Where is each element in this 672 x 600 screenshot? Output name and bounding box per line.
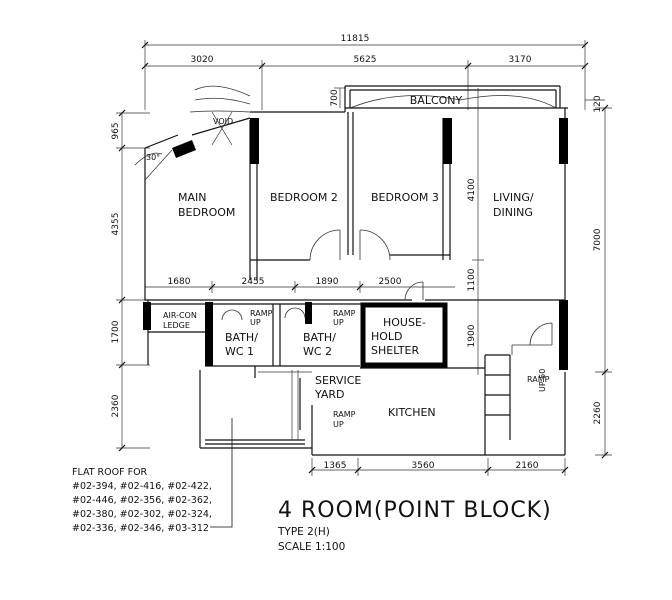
- label-shelter-1: HOUSE-: [383, 316, 426, 329]
- dim-top-2: 5625: [354, 55, 377, 65]
- label-ramp1-1: RAMP: [250, 309, 273, 318]
- label-ramp50-1: RAMP: [527, 375, 550, 384]
- label-void: VOID: [213, 117, 233, 126]
- label-shelter-2: HOLD: [371, 330, 403, 343]
- dimension-lines: [116, 40, 612, 476]
- label-ramp2-2: UP: [333, 318, 344, 327]
- columns: [143, 118, 568, 370]
- label-service-1: SERVICE: [315, 374, 361, 387]
- dim-left-3: 1700: [111, 320, 121, 343]
- dim-mid-3: 1890: [316, 277, 339, 287]
- label-bath1-1: BATH/: [225, 331, 258, 344]
- label-ramp50-2: UP 50: [538, 369, 547, 392]
- label-ramp2-1: RAMP: [333, 309, 356, 318]
- dimension-labels: 11815 3020 5625 3170 1680 2455 1890 2500…: [111, 34, 603, 471]
- flat-roof-note: FLAT ROOF FOR #02-394, #02-416, #02-422,…: [72, 467, 212, 534]
- dim-overall: 11815: [341, 34, 370, 44]
- label-ramp1-2: UP: [250, 318, 261, 327]
- dim-left-4: 2360: [111, 394, 121, 417]
- dim-top-1: 3020: [191, 55, 214, 65]
- dim-bottom-3: 2160: [516, 461, 539, 471]
- dim-mid-1: 1680: [168, 277, 191, 287]
- dim-bottom-2: 3560: [412, 461, 435, 471]
- note-line-2: #02-394, #02-416, #02-422,: [72, 481, 212, 492]
- label-shelter-3: SHELTER: [371, 344, 419, 357]
- dim-inner-2: 4100: [467, 178, 477, 201]
- shelter-wall: [360, 302, 448, 368]
- dim-right-1: 120: [593, 95, 603, 112]
- label-living-1: LIVING/: [493, 191, 534, 204]
- note-line-1: FLAT ROOF FOR: [72, 467, 148, 478]
- label-service-2: YARD: [314, 388, 345, 401]
- door-swings: [221, 229, 553, 355]
- label-bedroom-3: BEDROOM 3: [371, 191, 439, 204]
- note-line-5: #02-336, #02-346, #03-312: [72, 523, 209, 534]
- dim-inner-1: 700: [330, 89, 340, 106]
- label-kitchen: KITCHEN: [388, 406, 436, 419]
- plan-scale: SCALE 1:100: [278, 541, 345, 553]
- dim-mid-4: 2500: [379, 277, 402, 287]
- label-living-2: DINING: [493, 206, 533, 219]
- room-labels: BALCONY VOID 30° MAIN BEDROOM BEDROOM 2 …: [146, 94, 550, 429]
- dimension-ticks: [118, 41, 609, 474]
- main-bedroom-angle: [134, 85, 251, 181]
- walls: [144, 85, 568, 456]
- service-yard-steps: [258, 370, 312, 440]
- label-main-bedroom-1: MAIN: [178, 191, 207, 204]
- note-line-3: #02-446, #02-356, #02-362,: [72, 495, 212, 506]
- dim-inner-3: 1100: [467, 268, 477, 291]
- dim-inner-4: 1900: [467, 324, 477, 347]
- title-block: 4 ROOM(POINT BLOCK) TYPE 2(H) SCALE 1:10…: [277, 498, 552, 553]
- label-aircon-2: LEDGE: [163, 321, 190, 330]
- label-main-bedroom-2: BEDROOM: [178, 206, 235, 219]
- label-bath2-1: BATH/: [303, 331, 336, 344]
- label-ramp3-1: RAMP: [333, 410, 356, 419]
- dim-left-1: 965: [111, 122, 121, 139]
- label-angle: 30°: [146, 153, 160, 162]
- label-bedroom-2: BEDROOM 2: [270, 191, 338, 204]
- dim-mid-2: 2455: [242, 277, 265, 287]
- note-line-4: #02-380, #02-302, #02-324,: [72, 509, 212, 520]
- label-bath1-2: WC 1: [225, 345, 254, 358]
- dim-left-2: 4355: [111, 213, 121, 236]
- note-leader: [210, 418, 233, 528]
- dim-top-3: 3170: [509, 55, 532, 65]
- dim-right-2: 7000: [593, 228, 603, 251]
- plan-type: TYPE 2(H): [277, 526, 330, 538]
- dim-right-3: 2260: [593, 401, 603, 424]
- label-ramp3-2: UP: [333, 420, 344, 429]
- dim-bottom-1: 1365: [324, 461, 347, 471]
- label-balcony: BALCONY: [410, 94, 463, 107]
- plan-title: 4 ROOM(POINT BLOCK): [278, 498, 552, 523]
- label-aircon-1: AIR-CON: [163, 311, 197, 320]
- label-bath2-2: WC 2: [303, 345, 332, 358]
